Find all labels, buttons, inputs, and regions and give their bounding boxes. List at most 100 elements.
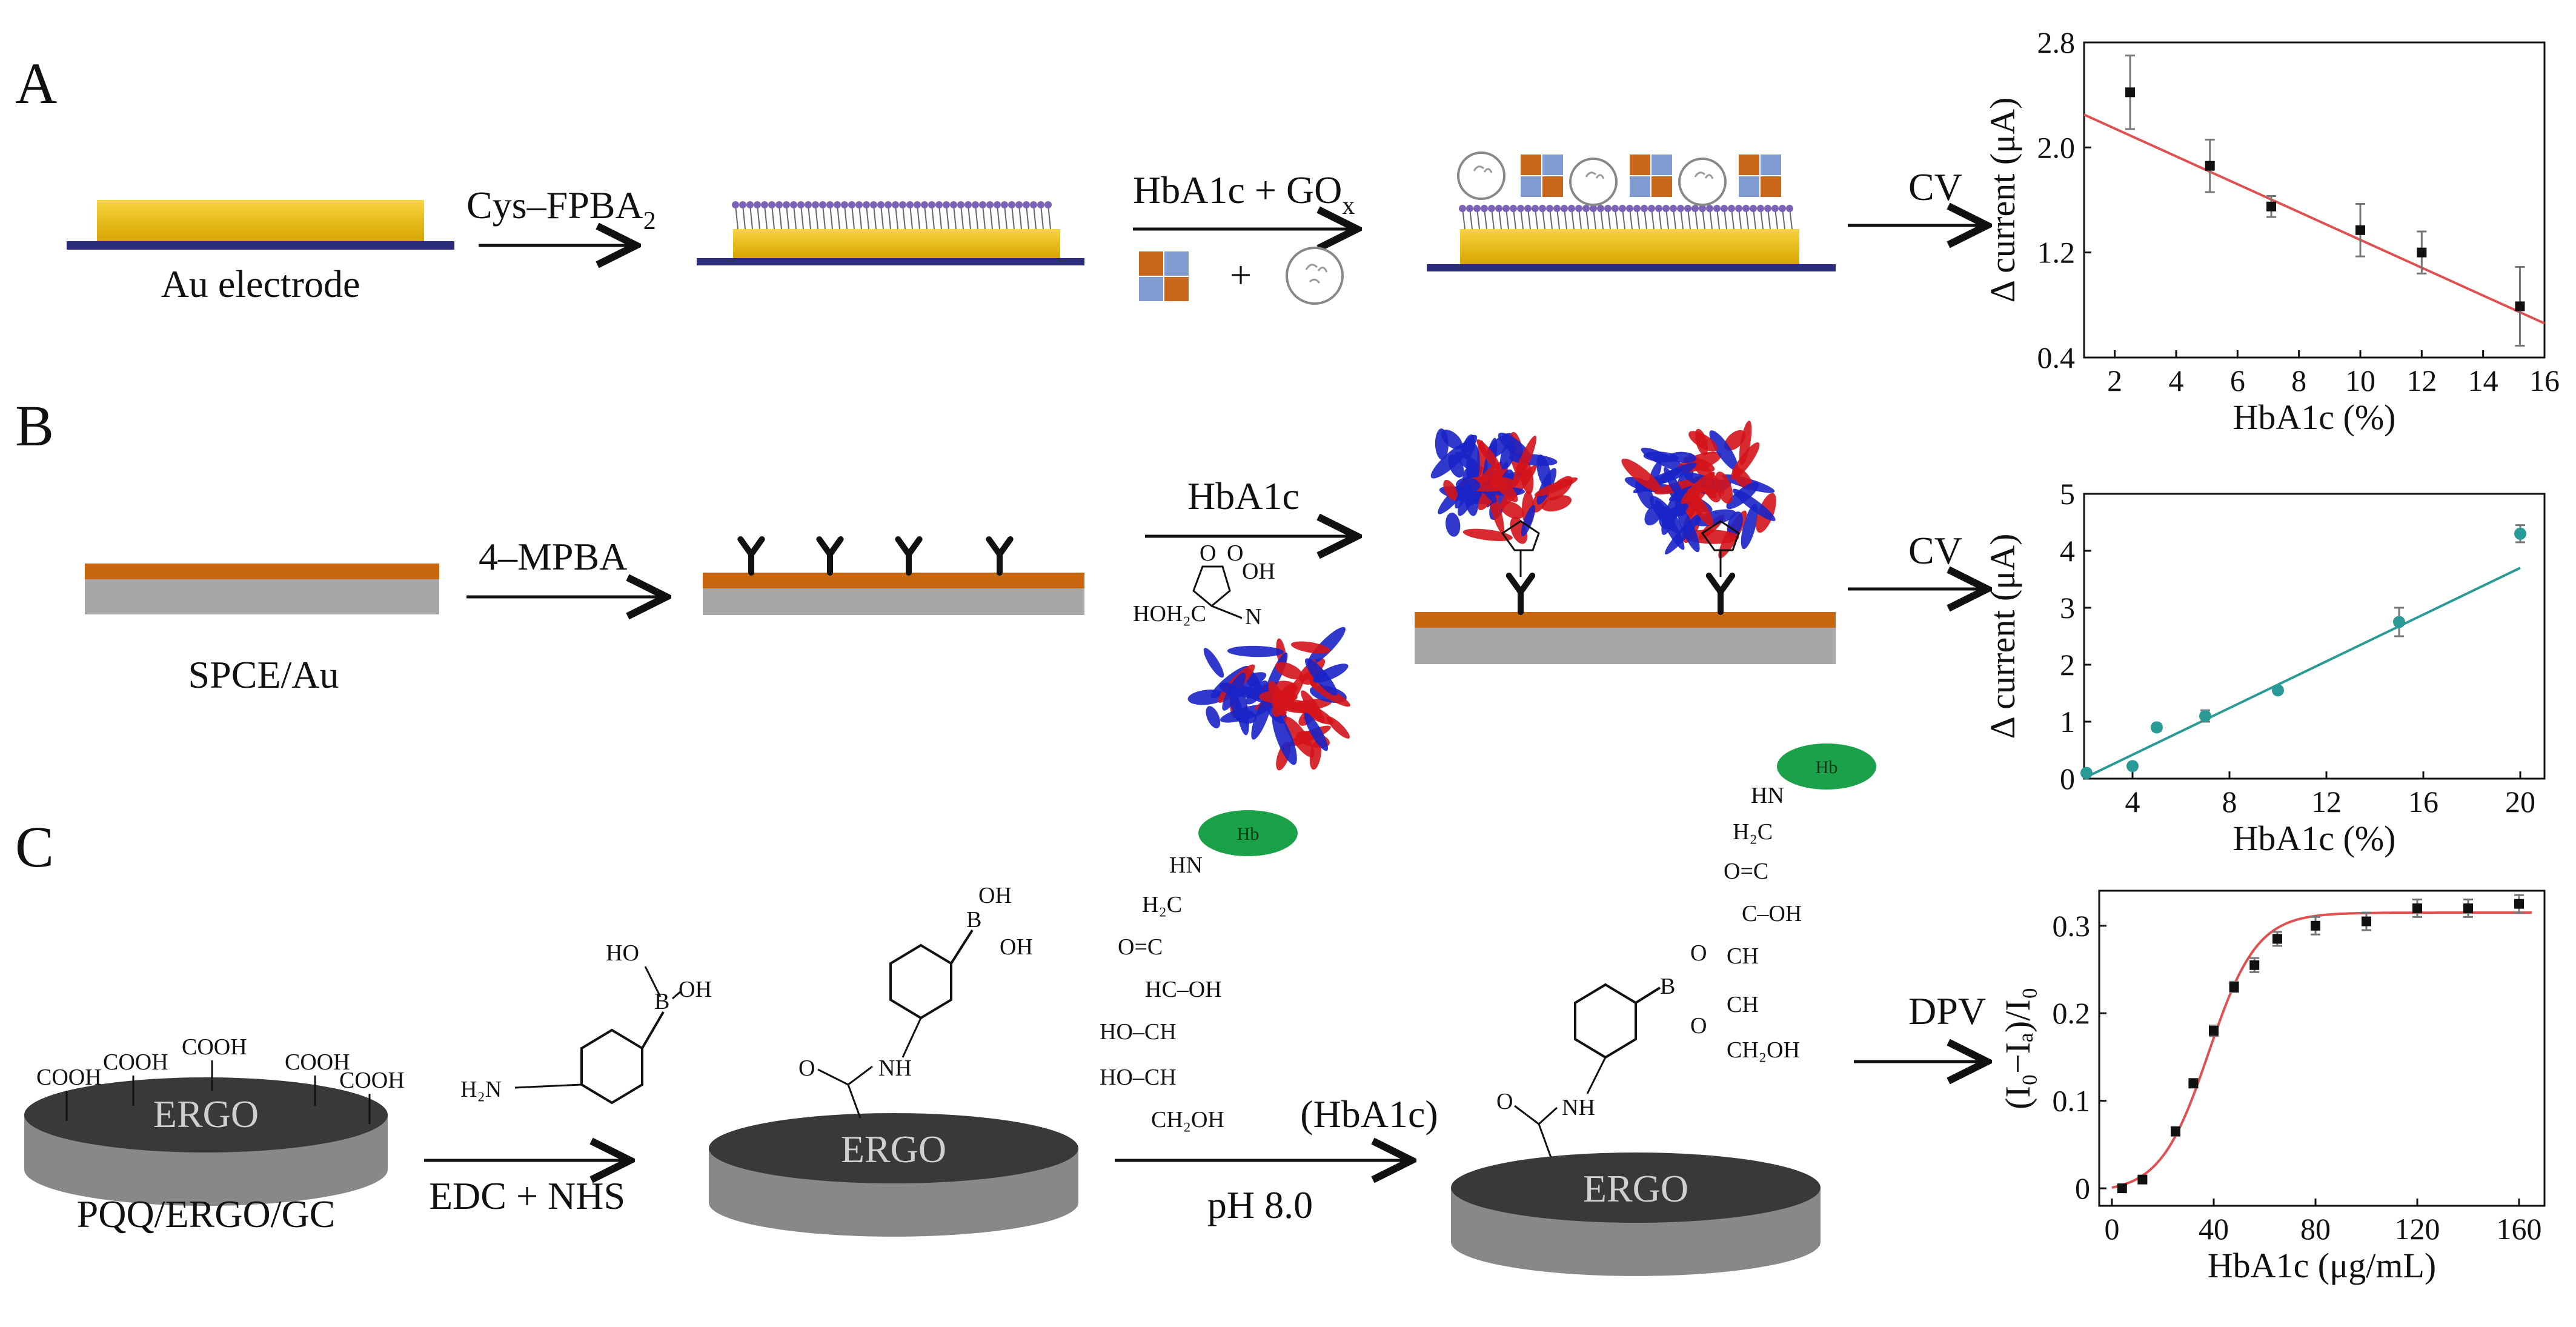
x-tick-label: 8 [2222,785,2237,819]
ester-o-1: O [1690,940,1707,966]
data-point [2463,903,2473,913]
y-tick-label: 2.8 [2037,25,2076,59]
ergo-label-1: ERGO [153,1093,259,1136]
data-point [2188,1078,2199,1088]
ester-ch-2: CH [1727,992,1759,1017]
panel-letter-a: A [15,51,57,116]
bound-electrode-b [1415,421,1836,664]
fit-curve [2111,911,2532,1189]
hb-label-1: Hb [1237,824,1260,844]
x-tick-label: 12 [2406,364,2437,397]
apba2-nh: NH [878,1056,912,1081]
hb-label-2: Hb [1816,757,1838,777]
x-tick-label: 160 [2497,1212,2542,1246]
chain-oeqc: O=C [1118,934,1163,960]
data-point [2272,934,2282,944]
data-point [2362,916,2371,926]
step-b2-label: HbA1c [1187,474,1300,517]
ergo-label-2: ERGO [841,1128,946,1171]
data-point [2205,161,2215,171]
y-tick-label: 5 [2060,477,2075,511]
apba2-oh-1: OH [978,883,1012,908]
data-point [2199,710,2211,722]
plot-frame [2098,890,2546,1207]
cooh-label-3: COOH [182,1034,247,1060]
ester-h2c: H₂C [1733,819,1773,845]
data-point [2393,616,2405,628]
gox-icon [1286,247,1344,305]
hba1c-tile-icon [1139,251,1189,301]
apba2-o: O [798,1056,815,1081]
chain-h2c: H₂C [1142,892,1182,917]
x-tick-label: 14 [2468,364,2498,397]
x-tick-label: 40 [2199,1212,2229,1246]
apba2-b: B [966,907,981,933]
data-point [2249,960,2260,970]
cooh-label-2: COOH [103,1049,168,1075]
bound-electrode [1427,151,1836,271]
ester-oeqc: O=C [1724,859,1768,884]
step-a1-label: Cys–FPBA2 [466,184,656,235]
readout-b-label: CV [1908,529,1962,572]
readout-c-label: DPV [1908,989,1986,1033]
y-tick-label: 1.2 [2037,236,2076,270]
ester-cho: C–OH [1742,901,1802,926]
ester-o-2: O [1690,1013,1707,1039]
step-b1-label: 4–MPBA [479,535,627,578]
chem-n: N [1245,604,1261,630]
x-tick-label: 10 [2345,364,2375,397]
sam-electrode [697,201,1084,265]
data-point [2514,527,2526,540]
x-tick-label: 20 [2505,785,2535,819]
chem-o-2: O [1227,540,1243,566]
data-point [2125,87,2135,98]
y-tick-label: 0.1 [2053,1084,2091,1118]
ph-label: pH 8.0 [1207,1183,1313,1226]
x-tick-label: 4 [2169,364,2184,397]
y-tick-label: 0 [2075,1171,2090,1205]
ester-o-amide: O [1496,1089,1513,1114]
chain-hcoh: HC–OH [1145,977,1222,1002]
x-tick-label: 16 [2529,364,2560,397]
data-point [2417,247,2427,258]
au-electrode [67,200,454,250]
ergo-disk-2: ERGO B OH OH NH O [709,883,1078,1237]
x-axis-label: HbA1c (%) [2233,397,2396,437]
data-point [2117,1183,2127,1194]
ester-hn: HN [1751,783,1784,808]
plot-frame [2083,493,2546,780]
apba-ho: HO [606,940,639,966]
spce-electrode [85,564,439,614]
data-point [2355,225,2365,235]
ester-ch2oh: CH₂OH [1727,1037,1800,1063]
x-tick-label: 8 [2291,364,2306,397]
reagent-label: EDC + NHS [429,1174,625,1217]
hba1c-molecule: O O OH HOH₂C N [1133,540,1350,771]
data-point [2137,1174,2148,1185]
chain-hoch-2: HO–CH [1100,1065,1177,1090]
fit-line [2083,113,2545,325]
readout-a-label: CV [1908,165,1962,208]
apba-h2n: H₂N [460,1077,502,1102]
apba-oh: OH [679,977,712,1002]
panel-a: A Au electrode Cys–FPBA2 HbA1c + GOx + [15,51,1987,305]
y-tick-label: 2 [2060,648,2075,682]
data-point [2514,899,2524,909]
data-point [2272,684,2284,697]
ergo-disk-3: ERGO B O O CH CH CH₂OH C–OH O=C H₂C HN H… [1451,743,1876,1276]
spce-label: SPCE/Au [188,653,339,696]
data-point [2515,301,2525,311]
x-axis-label: HbA1c (μg/mL) [2208,1246,2436,1285]
y-tick-label: 1 [2060,705,2075,739]
y-axis-label: Δ current (μA) [1983,534,2022,739]
cooh-label-5: COOH [339,1068,405,1093]
step-a2-label: HbA1c + GOx [1133,168,1355,220]
ester-b: B [1660,974,1675,999]
chain-hn: HN [1169,853,1203,878]
apba-b: B [654,989,669,1014]
plus-sign: + [1230,253,1252,296]
data-point [2412,903,2422,913]
data-point [2080,767,2093,779]
